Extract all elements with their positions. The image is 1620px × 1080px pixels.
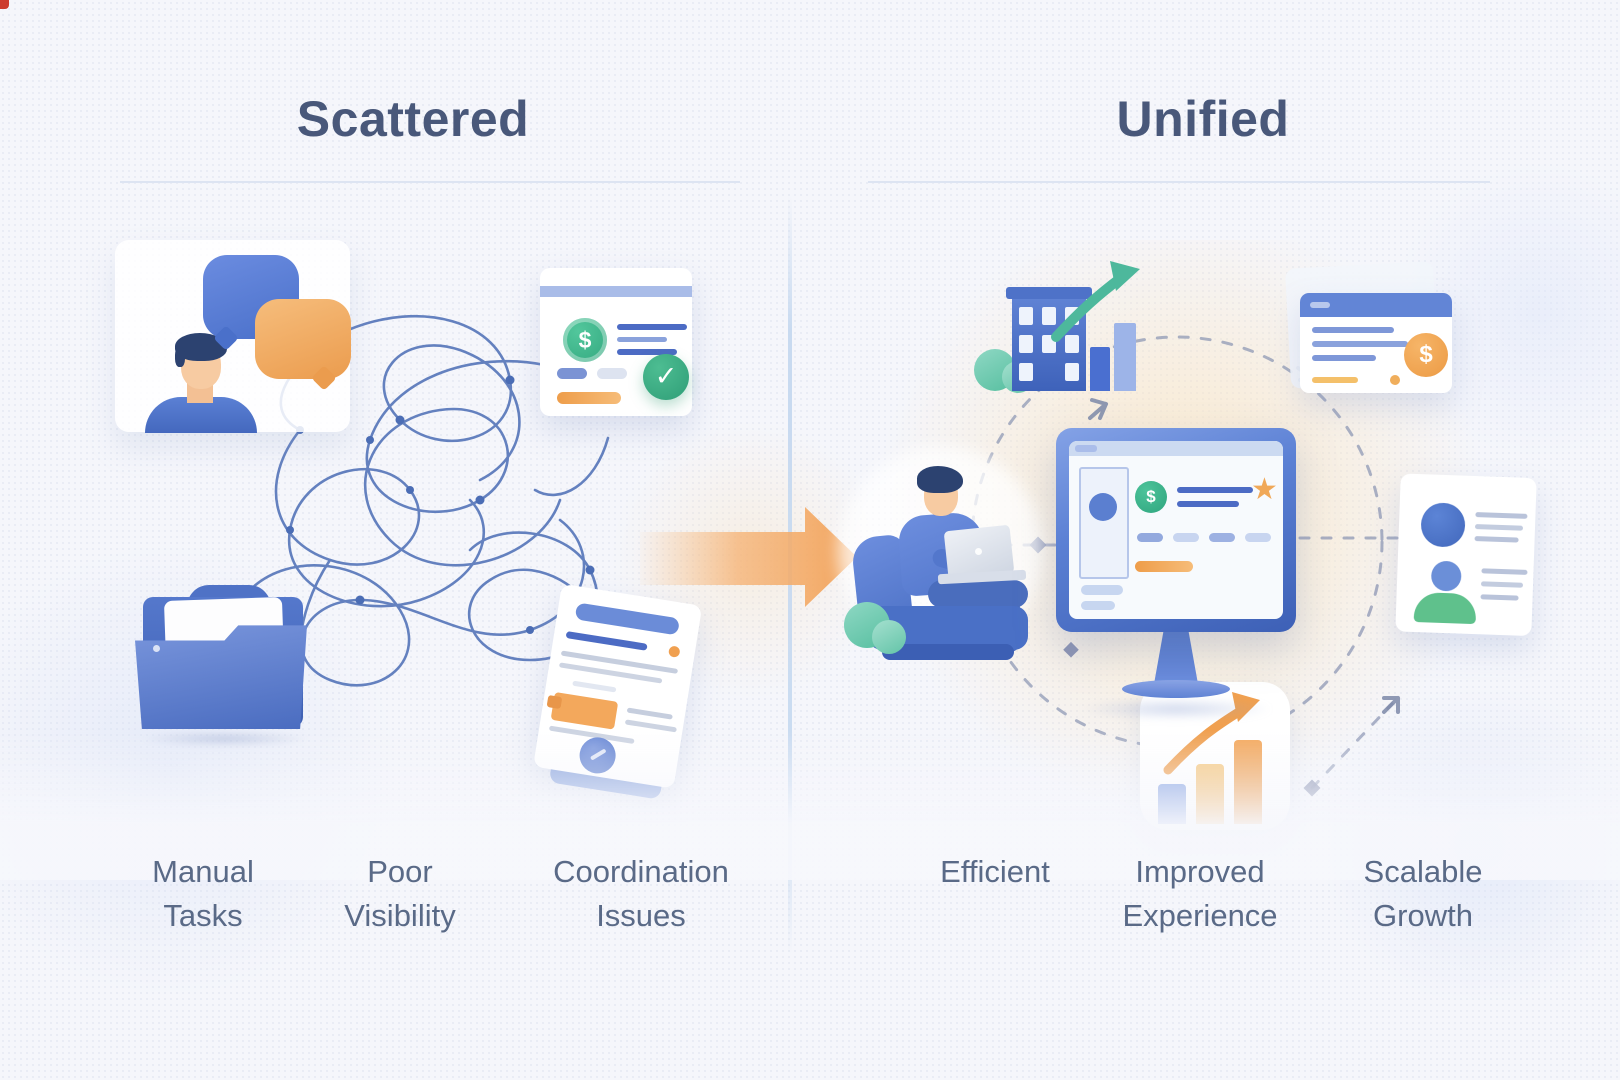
screen-text-line	[1177, 501, 1239, 507]
person-laptop-icon	[838, 438, 1053, 673]
monitor-stand	[1154, 630, 1198, 684]
billing-front-card: $	[1300, 293, 1452, 393]
armchair-base	[882, 644, 1014, 660]
building-bar-tall	[1114, 323, 1136, 391]
invoice-highlight-pill	[557, 392, 621, 404]
label-poor-visibility: Poor Visibility	[344, 854, 456, 933]
building-window	[1042, 307, 1056, 325]
invoice-pill-blue	[557, 368, 587, 379]
corner-mark	[0, 0, 9, 9]
building-ledge	[1006, 287, 1092, 299]
avatar-hair-side	[175, 347, 185, 367]
chart-bar-blue	[1158, 784, 1186, 824]
label-manual-tasks: Manual Tasks	[152, 854, 254, 933]
dashboard-monitor-icon: $ ★	[1056, 428, 1296, 720]
left-title-underline	[120, 181, 740, 183]
growth-arrow-icon	[1051, 261, 1140, 342]
right-panel-title: Unified	[1116, 91, 1290, 147]
approved-check-icon: ✓	[643, 354, 689, 400]
dollar-badge-icon: $	[563, 318, 607, 362]
screen-sidebar-pill	[1081, 585, 1123, 595]
person-hair	[917, 466, 963, 493]
avatar-torso	[145, 397, 257, 433]
screen-dash-pill	[1245, 533, 1271, 542]
laptop-logo-dot	[975, 548, 982, 555]
folder-icon	[125, 585, 325, 760]
monitor-bezel: $ ★	[1056, 428, 1296, 632]
screen-dash-pill	[1137, 533, 1163, 542]
screen-topbar	[1069, 441, 1283, 456]
person-chat-icon	[115, 235, 360, 435]
billing-header-dash	[1310, 302, 1330, 308]
label-scalable-growth: Scalable Growth	[1363, 854, 1483, 933]
billing-card-icon: $	[1280, 255, 1475, 410]
screen-sidebar-avatar	[1089, 493, 1117, 521]
billing-orange-line	[1312, 377, 1358, 383]
document-highlight-tab	[546, 694, 563, 710]
invoice-text-line	[617, 337, 667, 342]
folder-shadow	[141, 731, 309, 747]
billing-text-line	[1312, 341, 1408, 347]
screen-star-icon: ★	[1251, 473, 1278, 506]
left-panel-title: Scattered	[296, 91, 530, 147]
screen-sidebar-pill	[1081, 601, 1115, 610]
invoice-text-line	[617, 349, 677, 355]
screen-dollar-badge-icon: $	[1135, 481, 1167, 513]
customer-profile-card-icon	[1395, 465, 1551, 645]
right-title-underline	[868, 181, 1490, 183]
transition-arrow-icon	[640, 507, 857, 607]
folder-dot	[153, 645, 160, 652]
plant-icon	[872, 620, 906, 654]
label-coordination-issues: Coordination Issues	[553, 854, 729, 933]
screen-dash-pill	[1209, 533, 1235, 542]
speech-bubble-orange-icon	[255, 299, 351, 379]
screen-topbar-pill	[1075, 445, 1097, 452]
building-window	[1019, 363, 1033, 381]
label-efficient: Efficient	[940, 854, 1050, 889]
building-bar-short	[1090, 347, 1110, 391]
dollar-coin-icon: $	[1404, 333, 1448, 377]
building-window	[1019, 307, 1033, 325]
screen-dash-pill	[1173, 533, 1199, 542]
screen-highlight-pill	[1135, 561, 1193, 572]
invoice-pill-grey	[597, 368, 627, 379]
folder-front	[135, 625, 307, 729]
monitor-shadow	[1078, 698, 1274, 720]
invoice-card-strip	[540, 286, 692, 297]
billing-text-line	[1312, 327, 1394, 333]
invoice-text-line	[617, 324, 687, 330]
monitor-base	[1122, 680, 1230, 698]
screen-sidebar-card	[1079, 467, 1129, 579]
invoice-approved-card-icon: $ ✓	[535, 262, 705, 427]
screen-text-line	[1177, 487, 1253, 493]
label-improved-experience: Improved Experience	[1122, 854, 1278, 933]
building-window	[1065, 363, 1079, 381]
monitor-screen: $ ★	[1069, 441, 1283, 619]
building-window	[1065, 335, 1079, 353]
billing-text-line	[1312, 355, 1376, 361]
billing-orange-dot	[1390, 375, 1400, 385]
building-window	[1019, 335, 1033, 353]
company-building-icon	[960, 255, 1155, 405]
